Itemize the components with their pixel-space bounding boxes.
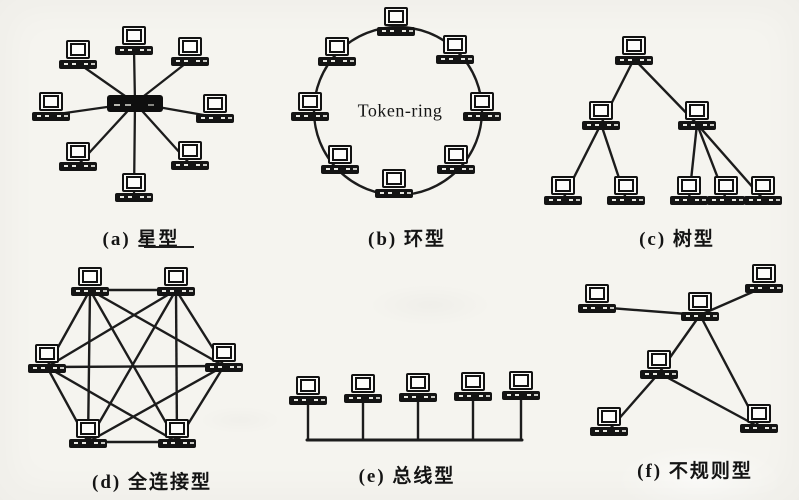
- caption-full-mesh: (d) 全连接型: [92, 472, 212, 493]
- star-link: [133, 58, 192, 105]
- tree-link: [687, 122, 699, 201]
- tree-link: [561, 122, 603, 201]
- star-link: [132, 47, 137, 105]
- full-mesh-link: [86, 364, 226, 444]
- caption-star: (a) 星型: [102, 229, 180, 250]
- full-mesh-link: [45, 365, 179, 444]
- star-link: [49, 101, 137, 117]
- full-mesh-link: [174, 288, 226, 368]
- caption-tree: (c) 树型: [639, 229, 715, 250]
- tree-link: [632, 57, 699, 126]
- tree-link: [599, 122, 628, 201]
- full-mesh-link: [88, 288, 226, 368]
- full-mesh-link: [45, 364, 226, 369]
- star-link: [76, 101, 137, 167]
- irregular-link: [595, 305, 702, 317]
- star-link: [132, 101, 137, 198]
- token-ring-text: Token-ring: [357, 100, 443, 121]
- tree-link: [599, 57, 636, 126]
- irregular-link: [657, 371, 761, 429]
- irregular-link: [657, 313, 702, 375]
- caption-irregular: (f) 不规则型: [637, 461, 753, 482]
- tree-link: [695, 122, 728, 201]
- caption-ring: (b) 环型: [368, 229, 446, 250]
- irregular-link: [698, 285, 766, 317]
- tree-link: [695, 122, 765, 201]
- full-mesh-link: [175, 364, 226, 444]
- caption-bus: (e) 总线型: [358, 466, 456, 487]
- caption-underline: [144, 246, 194, 248]
- full-mesh-link: [45, 288, 178, 369]
- star-link: [76, 61, 137, 105]
- irregular-link: [607, 371, 661, 432]
